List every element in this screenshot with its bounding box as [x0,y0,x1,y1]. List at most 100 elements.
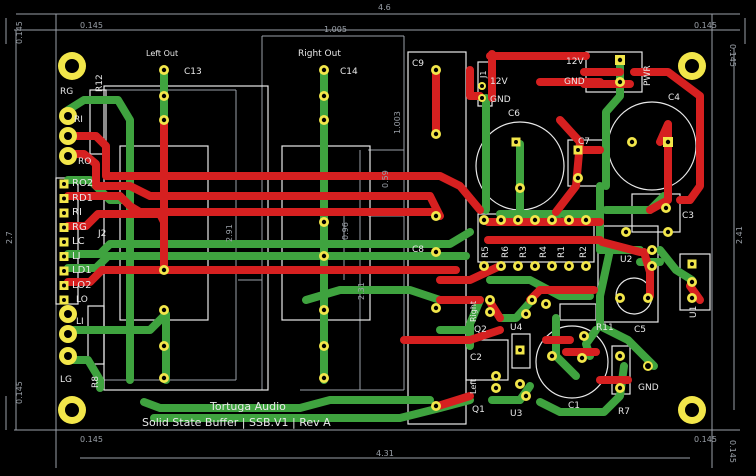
dim-margin-bottom-right: 0.145 [694,435,717,444]
rg-label: RG [60,87,73,97]
mounting-hole-2-hole [65,403,79,417]
pwr-label: PWR [643,65,653,86]
u2-pad-a-hole [623,229,629,235]
c7-label: C7 [578,137,590,147]
li-lower-label: LI [76,317,84,327]
via-1-hole [161,93,167,99]
via-14-hole [321,375,327,381]
r7-label: R7 [618,407,630,417]
header-pin-3-hole [62,225,66,230]
jack-pad-2-hole [64,152,72,160]
r12-label: R12 [95,74,105,92]
mounting-hole-1-hole [685,59,699,73]
c13-label: C13 [184,67,202,77]
c4-pad-b-hole [665,139,671,145]
dim-margin-right-lower: 0.145 [728,440,737,463]
c6-pad-a-hole [514,140,518,144]
q1-label: Q1 [472,405,485,415]
lg-label: LG [60,375,72,385]
via-10-hole [321,219,327,225]
q1-pad-a-hole [493,373,499,379]
via-4-hole [161,307,167,313]
header-pin-0-hole [62,182,66,186]
u4-pad-c-hole [543,301,549,307]
r8-label: R8 [91,376,101,388]
via-3-hole [161,267,167,273]
r6-label: R6 [501,246,511,258]
dim-margin-bottom-left: 0.145 [80,435,103,444]
dim-291: 2.91 [225,224,234,242]
r1-label: R1 [557,246,567,258]
q1-pad-b-hole [493,385,499,391]
res-top-2-hole [515,217,521,223]
res-top-6-hole [583,217,589,223]
via-11-hole [321,253,327,259]
ld1-label: LD1 [72,265,92,276]
header-pin-7-hole [62,283,66,288]
r5-label: R5 [481,246,491,258]
res-top-4-hole [549,217,555,223]
mounting-hole-3-hole [685,403,699,417]
via-2-hole [161,117,167,123]
12v-right-label: 12V [566,57,584,67]
u1-pad-c-hole [689,295,695,301]
res-bot-3-hole [532,263,538,269]
r4-label: R4 [539,246,549,258]
c6-pad-b-hole [517,185,523,191]
j2-label: J2 [97,229,106,239]
res-top-5-hole [566,217,572,223]
c3-pad-a-hole [663,205,669,211]
c8-pad-b-hole [433,249,439,255]
r2-label: R2 [579,246,589,258]
right-out-label: Right Out [298,49,341,59]
dim-inner-width: 4.31 [376,449,394,458]
u1-pad-b-hole [689,279,695,285]
gnd-left-label: GND [490,95,511,105]
r3-label: R3 [519,246,529,258]
header-pin-8-hole [62,298,66,302]
pwr-pad-a-hole [617,57,623,63]
ri-label: RI [74,115,83,125]
u4-label: U4 [510,323,523,333]
q2-pad-a-hole [487,297,493,303]
ro-label: RO [78,157,91,167]
c3-pad-b-hole [665,229,671,235]
pwr-pad-b-hole [617,79,623,85]
u3-pad-a-hole [517,381,523,387]
u2-pad-b-hole [649,247,655,253]
c1-label: C1 [568,401,580,411]
u3-label: U3 [510,409,522,419]
r11-label: R11 [596,323,614,333]
c7-pad-a-hole [576,148,580,152]
dim-board-width: 4.6 [378,3,391,12]
u2-label: U2 [620,255,632,265]
rd1-label: RD1 [72,193,93,204]
header-pin-2-hole [62,211,66,215]
q2-label: Q2 [474,325,487,335]
c6-label: C6 [508,109,520,119]
dim-059: 0.59 [381,170,390,188]
c9-pad-b-hole [433,131,439,137]
r11-pad-hole [581,333,587,339]
dim-margin-left-lower: 0.145 [15,381,24,404]
jack-pad-0-hole [64,112,72,120]
gnd-right-label: GND [564,77,585,87]
res-bot-6-hole [583,263,589,269]
c1-pad-b-hole [579,355,585,361]
header-pin-1-hole [62,196,66,201]
c8-label: C8 [412,245,424,255]
res-top-0-hole [481,217,487,223]
left-out-label: Left Out [146,49,178,58]
jack-pad-3-hole [64,310,72,318]
lo2-label: LO2 [72,280,91,291]
li-label: LI [72,251,81,262]
gnd-bottom-label: GND [638,383,659,393]
dim-1005: 1.005 [324,25,347,34]
mounting-hole-0-hole [65,59,79,73]
via-7-hole [321,67,327,73]
j1-pad-b-hole [480,96,484,100]
res-top-1-hole [498,217,504,223]
res-bot-4-hole [549,263,555,269]
header-pin-5-hole [62,254,66,259]
